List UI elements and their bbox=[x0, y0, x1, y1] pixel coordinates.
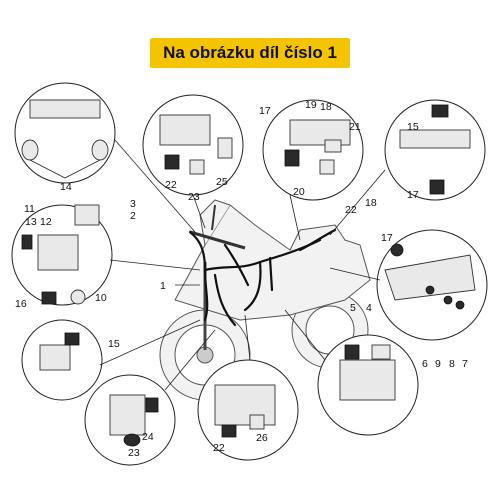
callout-1: 1 bbox=[160, 280, 166, 292]
callout-20: 20 bbox=[293, 186, 305, 198]
callout-12: 12 bbox=[40, 216, 52, 228]
callout-5: 5 bbox=[350, 302, 356, 314]
callout-18a: 18 bbox=[320, 101, 332, 113]
callout-15a: 15 bbox=[108, 338, 120, 350]
callout-22c: 22 bbox=[213, 442, 225, 454]
callout-13: 13 bbox=[25, 216, 37, 228]
leader-lines bbox=[99, 139, 386, 391]
callout-7: 7 bbox=[462, 358, 468, 370]
detail-rear-frame bbox=[384, 99, 486, 201]
callout-22a: 22 bbox=[165, 179, 177, 191]
callout-17a: 17 bbox=[259, 105, 271, 117]
callout-21: 21 bbox=[349, 121, 361, 133]
callout-19: 19 bbox=[305, 99, 317, 111]
callout-18b: 18 bbox=[365, 197, 377, 209]
callout-17c: 17 bbox=[381, 232, 393, 244]
callout-11: 11 bbox=[24, 203, 35, 215]
callout-9: 9 bbox=[435, 358, 441, 370]
callout-10: 10 bbox=[95, 292, 107, 304]
title-banner: Na obrázku díl číslo 1 bbox=[150, 38, 350, 68]
callout-23a: 23 bbox=[188, 191, 200, 203]
callout-25: 25 bbox=[216, 176, 228, 188]
callout-26: 26 bbox=[256, 432, 268, 444]
detail-front-panel bbox=[142, 94, 244, 196]
detail-front-left bbox=[21, 319, 103, 401]
detail-engine bbox=[197, 359, 299, 461]
callout-labels: 1 2 3 4 5 6 7 8 9 10 11 12 13 14 15 15 1… bbox=[15, 99, 468, 459]
detail-battery bbox=[11, 204, 113, 306]
callout-2: 2 bbox=[130, 210, 136, 222]
detail-fuse-box bbox=[317, 334, 419, 436]
callout-4: 4 bbox=[366, 302, 372, 314]
callout-22b: 22 bbox=[345, 204, 357, 216]
detail-rear-light bbox=[376, 229, 488, 341]
callout-16: 16 bbox=[15, 298, 27, 310]
callout-14: 14 bbox=[60, 181, 72, 193]
callout-8: 8 bbox=[449, 358, 455, 370]
wiring-harness bbox=[188, 228, 337, 327]
callout-23b: 23 bbox=[128, 447, 140, 459]
callout-15b: 15 bbox=[407, 121, 419, 133]
detail-handlebar bbox=[14, 82, 116, 184]
title-text: Na obrázku díl číslo 1 bbox=[163, 43, 337, 62]
detail-rear-electrical bbox=[262, 99, 364, 201]
detail-headlight bbox=[84, 374, 176, 466]
callout-6: 6 bbox=[422, 358, 428, 370]
callout-24: 24 bbox=[142, 431, 154, 443]
callout-3: 3 bbox=[130, 198, 136, 210]
callout-17b: 17 bbox=[407, 189, 419, 201]
